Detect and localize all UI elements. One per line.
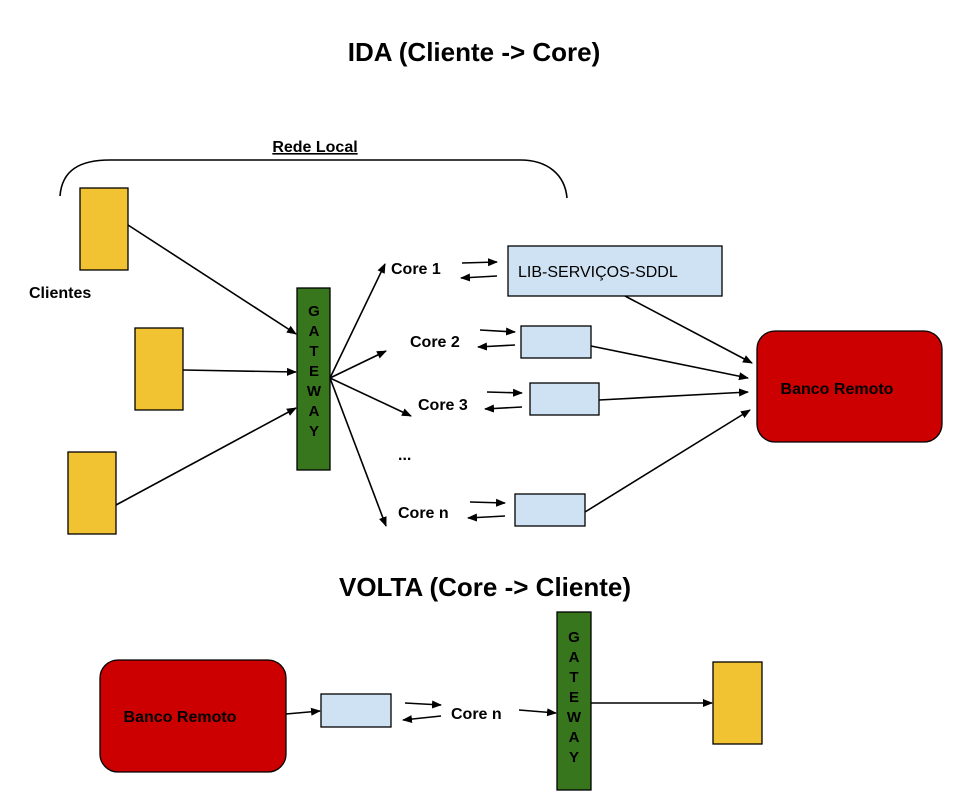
arrow <box>590 345 749 381</box>
arrow <box>598 388 749 401</box>
arrow <box>285 707 321 716</box>
gateway-label: G A T E W A Y <box>307 303 322 440</box>
gateway <box>296 287 331 471</box>
gateway <box>556 611 592 791</box>
gateway-letter: T <box>309 343 318 360</box>
core-box <box>514 493 586 527</box>
db-label: Banco Remoto <box>124 709 237 726</box>
arrow <box>486 388 523 397</box>
client-box <box>67 451 117 535</box>
arrow <box>127 224 297 335</box>
gateway-letter: Y <box>569 749 579 766</box>
arrow <box>469 498 506 507</box>
arrow <box>329 350 387 379</box>
gateway-letter: Y <box>309 423 319 440</box>
network-brace <box>59 159 568 199</box>
core-label: Core n <box>398 505 449 522</box>
gateway-letter: A <box>309 403 320 420</box>
core-box <box>320 693 392 728</box>
network-label: Rede Local <box>272 139 357 156</box>
volta-title: VOLTA (Core -> Cliente) <box>339 572 631 602</box>
ellipsis-label: ... <box>398 447 411 464</box>
arrow <box>329 377 412 417</box>
core-box <box>529 382 600 416</box>
lib-label: LIB-SERVIÇOS-SDDL <box>518 264 678 281</box>
gateway-letter: E <box>309 363 319 380</box>
lib-box <box>507 245 723 297</box>
core-label: Core n <box>451 706 502 723</box>
gateway-letter: E <box>569 689 579 706</box>
gateway-letter: W <box>307 383 322 400</box>
arrow <box>477 342 516 351</box>
core-label: Core 1 <box>391 261 441 278</box>
core-box <box>520 325 592 359</box>
remote-database <box>99 659 287 773</box>
gateway-letter: W <box>567 709 582 726</box>
client-box <box>712 661 763 745</box>
arrow <box>404 700 442 709</box>
arrow <box>624 295 753 364</box>
ida-title: IDA (Cliente -> Core) <box>348 37 601 67</box>
arrow <box>584 409 751 513</box>
gateway-letter: A <box>569 649 580 666</box>
arrow <box>484 404 523 413</box>
arrow <box>182 367 297 376</box>
arrow <box>479 327 516 336</box>
arrow <box>467 513 506 522</box>
arrow <box>115 407 297 506</box>
arrow <box>329 263 386 379</box>
gateway-letter: G <box>568 629 580 646</box>
clients-label: Clientes <box>29 285 91 302</box>
gateway-letter: T <box>569 669 578 686</box>
remote-database <box>756 330 943 443</box>
arrow <box>460 273 498 282</box>
core-label: Core 2 <box>410 334 460 351</box>
gateway-letter: A <box>309 323 320 340</box>
arrow <box>329 377 387 527</box>
gateway-letter: G <box>308 303 320 320</box>
arrow <box>461 258 498 267</box>
gateway-letter: A <box>569 729 580 746</box>
arrow <box>402 715 442 724</box>
arrow <box>518 708 557 717</box>
db-label: Banco Remoto <box>781 381 894 398</box>
core-label: Core 3 <box>418 397 468 414</box>
client-box <box>79 187 129 271</box>
client-box <box>134 327 184 411</box>
gateway-label: G A T E W A Y <box>567 629 582 766</box>
